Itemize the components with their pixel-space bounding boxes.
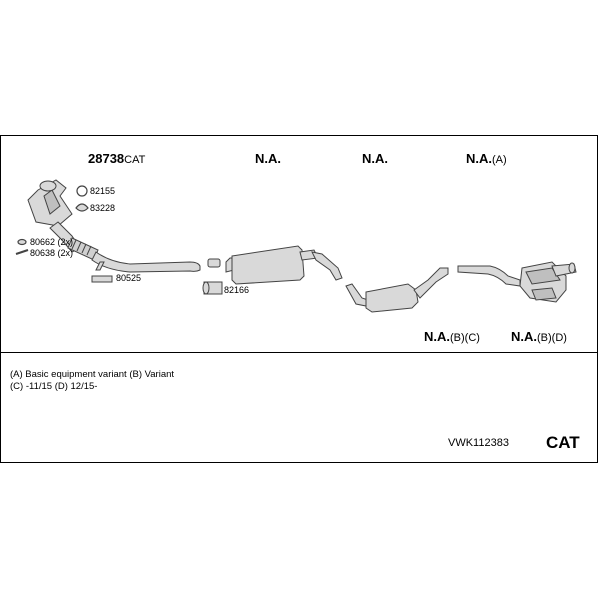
notes-divider: [0, 352, 598, 353]
na-label-tail-pipe: N.A.(A): [466, 152, 507, 166]
variant-note-line-2: (C) -11/15 (D) 12/15-: [10, 381, 98, 392]
connecting-pipe-part: [345, 283, 369, 307]
rear-middle-silencer-part: [365, 267, 449, 313]
clamp-83228-icon: [75, 203, 89, 212]
rear-silencer-part: [519, 261, 577, 303]
bolt-80638-icon: [15, 249, 29, 255]
diagram-frame: [0, 135, 598, 463]
na-label-text: N.A.: [424, 329, 450, 344]
tail-pipe-part: [457, 265, 521, 287]
gasket-82155-icon: [76, 185, 88, 197]
cat-badge: CAT: [546, 433, 580, 452]
part-number-82155: 82155: [90, 186, 116, 196]
na-label-text: N.A.: [466, 151, 492, 166]
variant-note-line-1: (A) Basic equipment variant (B) Variant: [10, 369, 175, 380]
na-label-rear-middle-silencer: N.A.(B)(C): [424, 330, 480, 344]
part-number-80525: 80525: [116, 273, 142, 283]
part-number-80638: 80638 (2x): [30, 248, 74, 258]
clamp-82166-part: [202, 258, 223, 295]
nut-80662-icon: [17, 238, 27, 246]
na-label-text: N.A.: [511, 329, 537, 344]
cat-number: 28738: [88, 151, 125, 166]
na-label-rear-silencer: N.A.(B)(D): [511, 330, 567, 344]
part-number-80662: 80662 (2x): [30, 237, 74, 247]
front-pipe-part: [91, 251, 201, 273]
na-label-center-silencer: N.A.: [255, 151, 281, 166]
na-label-suffix: (A): [492, 154, 507, 166]
center-silencer-part: [225, 245, 319, 285]
part-number-83228: 83228: [90, 203, 116, 213]
cat-suffix: CAT: [124, 154, 146, 166]
catalytic-converter-part: [27, 179, 81, 253]
na-label-suffix: (B)(D): [537, 332, 567, 344]
catalytic-part-number: 28738CAT: [88, 152, 145, 166]
intermediate-pipe-part: [311, 251, 343, 281]
hanger-80525-part: [91, 275, 113, 283]
na-label-suffix: (B)(C): [450, 332, 480, 344]
na-label-intermediate-pipe: N.A.: [362, 151, 388, 166]
set-code: VWK112383: [448, 437, 509, 449]
part-number-82166: 82166: [224, 285, 250, 295]
